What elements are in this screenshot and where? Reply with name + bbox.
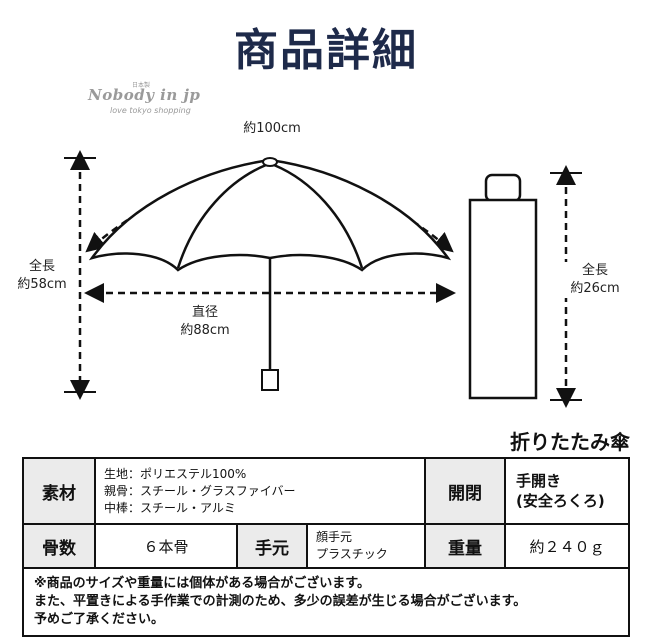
material-line: 生地：ポリエステル100% <box>104 466 247 481</box>
arc-length-label: 約100cm <box>232 120 312 138</box>
brand-logo: 日本製 Nobody in jp love tokyo shopping <box>88 82 218 122</box>
table-row: 骨数 ６本骨 手元 顔手元 プラスチック 重量 約２４０ｇ <box>22 523 630 569</box>
open-value-line2: (安全ろくろ) <box>516 492 605 510</box>
product-subtitle: 折りたたみ傘 <box>510 430 630 454</box>
umbrella-handle <box>261 369 279 391</box>
open-head: 開閉 <box>424 457 506 525</box>
handle-head: 手元 <box>236 523 308 569</box>
note-cell: ※商品のサイズや重量には個体がある場合がございます。 また、平置きによる手作業で… <box>22 567 630 637</box>
umbrella-top-cap <box>262 157 278 167</box>
logo-small-text: 日本製 <box>132 82 151 89</box>
umbrella-rib <box>176 163 267 269</box>
logo-brand-text: Nobody in jp <box>88 86 201 104</box>
folded-label-line1: 全長 <box>581 263 608 278</box>
folded-label-line2: 約26cm <box>570 281 620 296</box>
note-line: また、平置きによる手作業での計測のため、多少の誤差が生じる場合がございます。 <box>34 594 527 609</box>
folded-length-label: 全長 約26cm <box>560 262 630 298</box>
diameter-label-line2: 約88cm <box>180 323 230 338</box>
note-line: ※商品のサイズや重量には個体がある場合がございます。 <box>34 576 370 591</box>
spec-table: 素材 生地：ポリエステル100% 親骨：スチール・グラスファイバー 中棒：スチー… <box>22 457 630 637</box>
handle-value-line1: 顔手元 <box>316 530 353 544</box>
page-title: 商品詳細 <box>234 25 418 76</box>
note-line: 予めご了承ください。 <box>34 612 165 627</box>
length-label-line1: 全長 <box>28 259 55 274</box>
weight-head: 重量 <box>424 523 506 569</box>
folded-umbrella-cap <box>484 173 522 203</box>
weight-value: 約２４０ｇ <box>504 523 630 569</box>
material-value: 生地：ポリエステル100% 親骨：スチール・グラスファイバー 中棒：スチール・ア… <box>94 457 426 525</box>
umbrella-canopy-outline <box>88 158 452 272</box>
diameter-label-line1: 直径 <box>191 305 218 320</box>
open-value: 手開き (安全ろくろ) <box>504 457 630 525</box>
material-line: 中棒：スチール・アルミ <box>104 500 236 515</box>
material-head: 素材 <box>22 457 96 525</box>
open-value-line1: 手開き <box>516 472 562 490</box>
length-label-line2: 約58cm <box>17 277 67 292</box>
folded-umbrella-body <box>468 198 538 400</box>
ribs-head: 骨数 <box>22 523 96 569</box>
table-row: ※商品のサイズや重量には個体がある場合がございます。 また、平置きによる手作業で… <box>22 567 630 637</box>
material-line: 親骨：スチール・グラスファイバー <box>104 483 296 498</box>
handle-value: 顔手元 プラスチック <box>306 523 426 569</box>
handle-value-line2: プラスチック <box>316 547 388 561</box>
ribs-value: ６本骨 <box>94 523 238 569</box>
length-label: 全長 約58cm <box>10 258 74 294</box>
table-row: 素材 生地：ポリエステル100% 親骨：スチール・グラスファイバー 中棒：スチー… <box>22 457 630 525</box>
logo-tagline: love tokyo shopping <box>110 106 191 115</box>
diameter-label: 直径 約88cm <box>170 304 240 340</box>
umbrella-diagram <box>64 150 582 408</box>
umbrella-rib <box>273 163 364 269</box>
